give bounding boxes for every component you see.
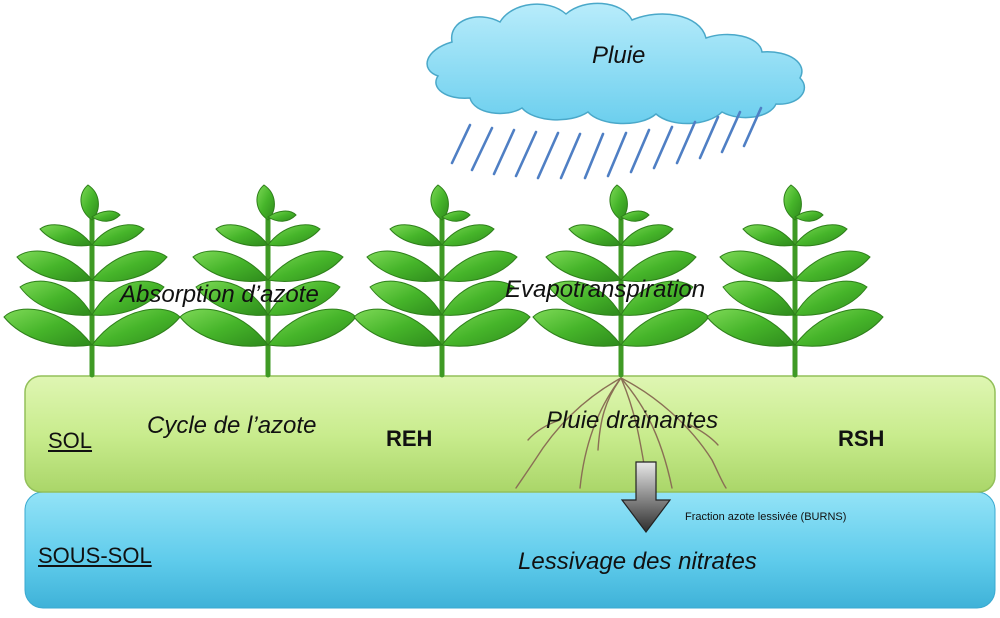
- drainage-label: Pluie drainantes: [546, 407, 719, 434]
- sol-label: SOL: [48, 428, 93, 453]
- evapotranspiration-label: Evapotranspiration: [505, 276, 706, 303]
- arrow-down-icon: [620, 461, 672, 533]
- rain-label: Pluie: [592, 42, 646, 69]
- rain-streaks: [450, 106, 763, 180]
- roots: [515, 377, 727, 489]
- rsh-label: RSH: [838, 426, 885, 451]
- plant-icon: [354, 185, 530, 375]
- fraction-label: Fraction azote lessivée (BURNS): [685, 511, 847, 523]
- plant-icon: [180, 185, 356, 375]
- cycle-label: Cycle de l’azote: [147, 412, 317, 439]
- subsoil-layer: [24, 491, 996, 609]
- absorption-label: Absorption d’azote: [120, 281, 319, 308]
- leaching-label: Lessivage des nitrates: [518, 548, 757, 575]
- plant-icon: [4, 185, 180, 375]
- subsoil-label: SOUS-SOL: [38, 543, 152, 568]
- reh-label: REH: [386, 426, 433, 451]
- soil-layer: [24, 375, 996, 493]
- cloud-icon: [426, 2, 806, 125]
- plant-icon: [707, 185, 883, 375]
